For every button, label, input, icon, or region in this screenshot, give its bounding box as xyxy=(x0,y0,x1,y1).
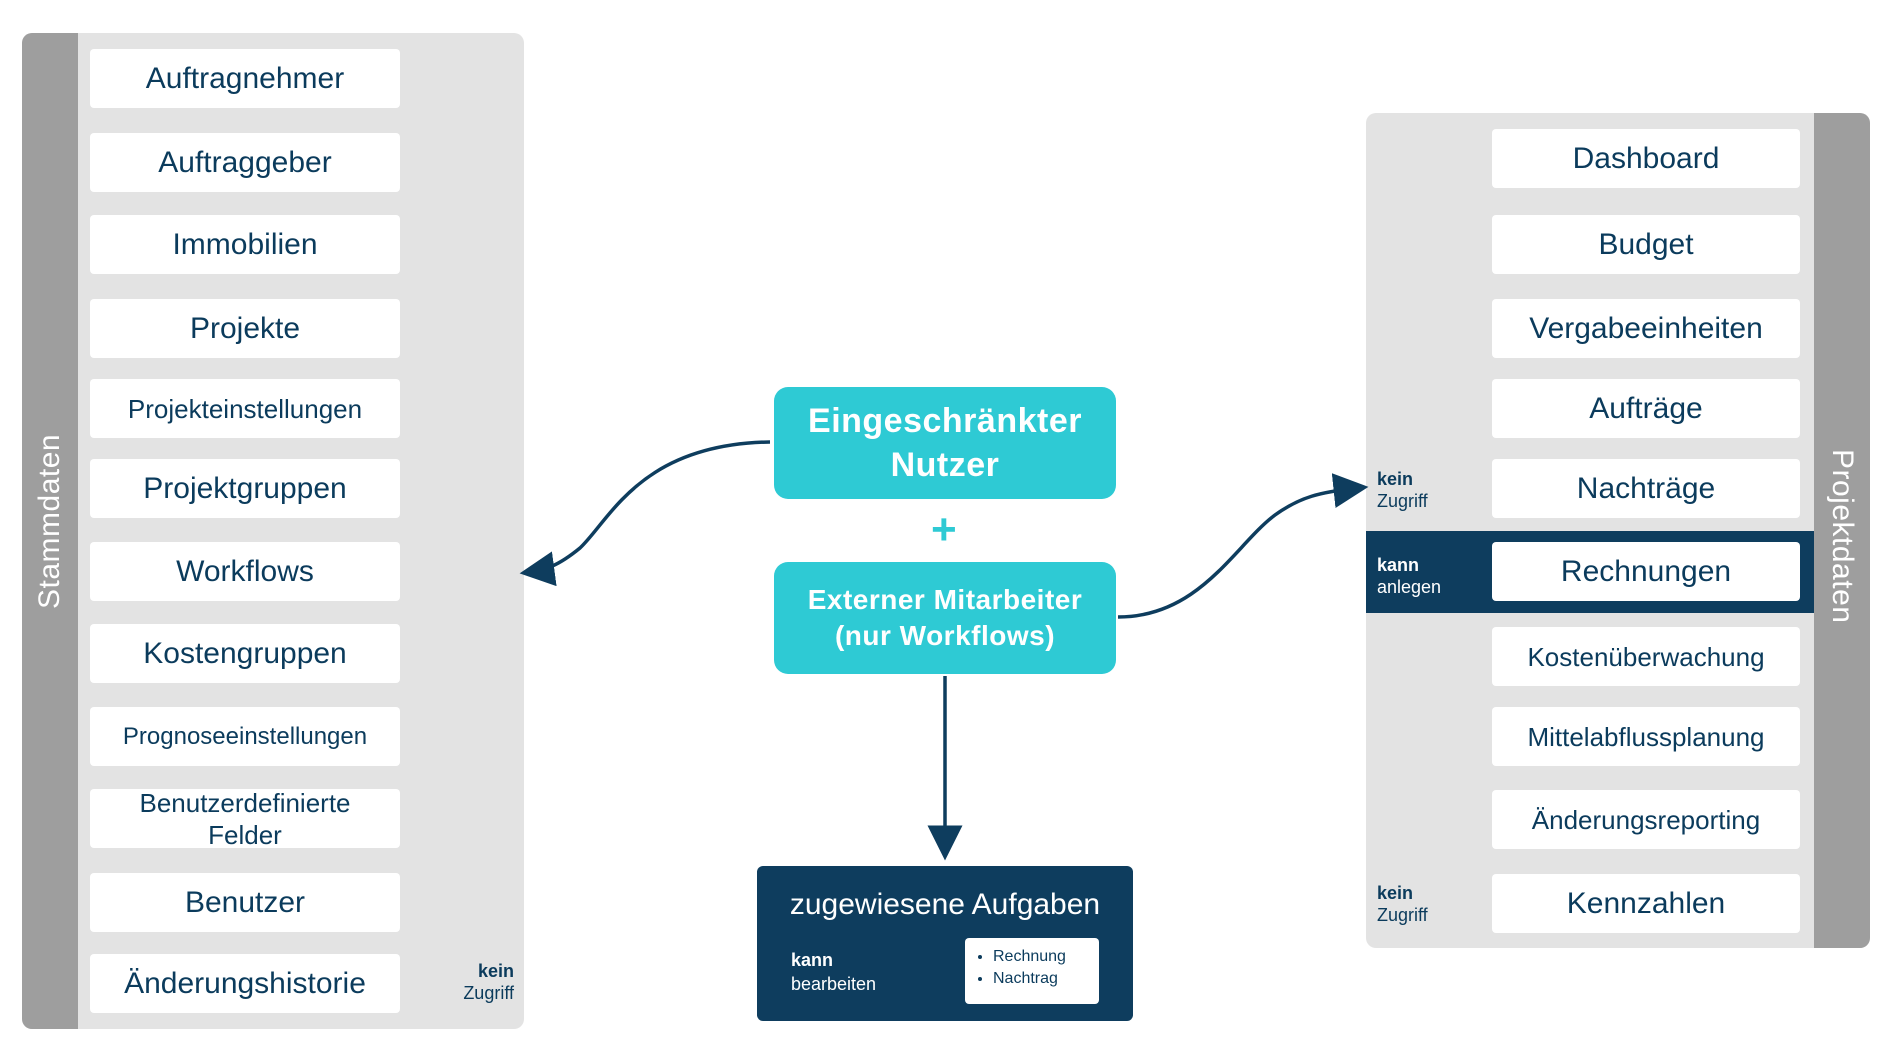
note-text: Zugriff xyxy=(1377,905,1428,925)
arrow-to-projektdaten xyxy=(1117,473,1369,619)
assigned-tasks-title: zugewiesene Aufgaben xyxy=(789,888,1101,921)
stammdaten-strip xyxy=(22,33,78,1029)
item-nachtraege[interactable]: Nachträge xyxy=(1492,459,1800,518)
note-bold: kann xyxy=(1377,555,1420,575)
item-kostenueberwachung[interactable]: Kostenüberwachung xyxy=(1492,627,1800,686)
nachtraege-access-note: kein Zugriff xyxy=(1377,468,1428,512)
item-kennzahlen[interactable]: Kennzahlen xyxy=(1492,874,1800,933)
assigned-tasks-permission: kann bearbeiten xyxy=(791,948,876,996)
item-projekte[interactable]: Projekte xyxy=(90,299,400,358)
item-auftraggeber[interactable]: Auftraggeber xyxy=(90,133,400,192)
item-budget[interactable]: Budget xyxy=(1492,215,1800,274)
stammdaten-access-note: kein Zugriff xyxy=(450,960,514,1004)
item-rechnungen[interactable]: Rechnungen xyxy=(1492,542,1800,601)
note-text: anlegen xyxy=(1377,577,1442,597)
perm-text: bearbeiten xyxy=(791,974,877,994)
stammdaten-panel xyxy=(22,33,524,1029)
item-projektgruppen[interactable]: Projektgruppen xyxy=(90,459,400,518)
projektdaten-strip xyxy=(1814,113,1870,948)
external-employee-box[interactable]: Externer Mitarbeiter (nur Workflows) xyxy=(774,562,1116,674)
item-dashboard[interactable]: Dashboard xyxy=(1492,129,1800,188)
item-mittelabflussplanung[interactable]: Mittelabflussplanung xyxy=(1492,707,1800,766)
list-item: Nachtrag xyxy=(993,968,1099,990)
note-text: Zugriff xyxy=(463,983,514,1003)
external-employee-line2: (nur Workflows) xyxy=(834,620,1056,651)
item-kostengruppen[interactable]: Kostengruppen xyxy=(90,624,400,683)
assigned-tasks-list: Rechnung Nachtrag xyxy=(965,938,1099,1004)
arrow-to-stammdaten xyxy=(519,440,771,587)
restricted-user-line2: Nutzer xyxy=(890,446,1000,484)
restricted-user-box[interactable]: Eingeschränkter Nutzer xyxy=(774,387,1116,499)
note-text: Zugriff xyxy=(1377,491,1428,511)
item-prognoseeinstellungen[interactable]: Prognoseeinstellungen xyxy=(90,707,400,766)
list-item: Rechnung xyxy=(993,946,1099,968)
external-employee-line1: Externer Mitarbeiter xyxy=(807,584,1083,615)
restricted-user-line1: Eingeschränkter xyxy=(808,402,1082,440)
item-auftragnehmer[interactable]: Auftragnehmer xyxy=(90,49,400,108)
item-benutzerdefinierte-felder[interactable]: Benutzerdefinierte Felder xyxy=(90,788,400,850)
note-bold: kein xyxy=(477,961,514,981)
note-bold: kein xyxy=(1377,883,1414,903)
note-bold: kein xyxy=(1377,469,1414,489)
rechnungen-access-note: kann anlegen xyxy=(1377,554,1441,598)
item-benutzer[interactable]: Benutzer xyxy=(90,873,400,932)
kennzahlen-access-note: kein Zugriff xyxy=(1377,882,1428,926)
item-immobilien[interactable]: Immobilien xyxy=(90,215,400,274)
perm-bold: kann xyxy=(791,950,834,970)
plus-icon: + xyxy=(931,505,957,554)
item-aenderungshistorie[interactable]: Änderungshistorie xyxy=(90,954,400,1013)
assigned-tasks-box: zugewiesene Aufgaben kann bearbeiten Rec… xyxy=(757,866,1133,1021)
item-projekteinstellungen[interactable]: Projekteinstellungen xyxy=(90,379,400,438)
item-aenderungsreporting[interactable]: Änderungsreporting xyxy=(1492,790,1800,849)
item-vergabeeinheiten[interactable]: Vergabeeinheiten xyxy=(1492,299,1800,358)
item-workflows[interactable]: Workflows xyxy=(90,542,400,601)
item-auftraege[interactable]: Aufträge xyxy=(1492,379,1800,438)
